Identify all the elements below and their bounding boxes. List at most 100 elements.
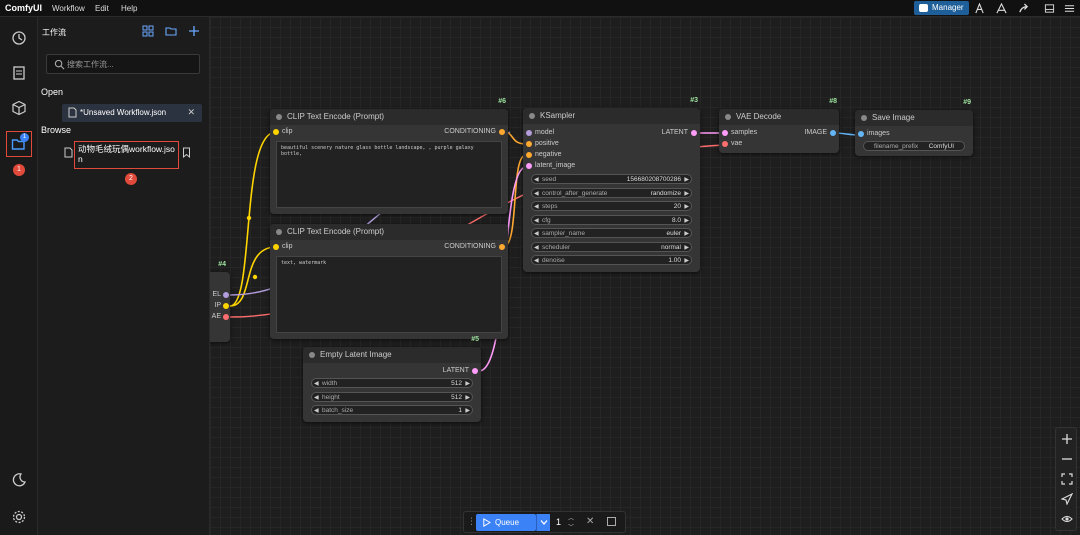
browse-workflow-item[interactable]: 动物毛绒玩偶workflow.json	[64, 141, 208, 171]
batch-count-value[interactable]: 1	[556, 517, 562, 527]
input-clip: clip	[282, 128, 293, 135]
drag-handle-icon[interactable]: ⋮	[467, 516, 476, 526]
fit-view-icon[interactable]	[1061, 473, 1073, 485]
node-header[interactable]: CLIP Text Encode (Prompt)	[270, 109, 508, 125]
open-folder-icon[interactable]	[165, 25, 177, 37]
slot-dot[interactable]	[830, 130, 836, 136]
node-title: VAE Decode	[736, 112, 782, 121]
dark-mode-moon-icon[interactable]	[11, 472, 27, 488]
menu-help[interactable]: Help	[121, 4, 138, 13]
slot-dot[interactable]	[499, 129, 505, 135]
eye-icon[interactable]	[1061, 513, 1073, 525]
node-clip-text-encode-positive[interactable]: CLIP Text Encode (Prompt) #6 clip CONDIT…	[270, 98, 508, 214]
node-header[interactable]: CLIP Text Encode (Prompt)	[270, 224, 508, 240]
grid-view-icon[interactable]	[142, 25, 154, 37]
node-library-cube-icon[interactable]	[11, 100, 27, 116]
output-latent: LATENT	[661, 129, 688, 136]
model-manager-icon[interactable]	[996, 3, 1007, 14]
input-model: model	[535, 129, 555, 136]
slot-dot[interactable]	[722, 141, 728, 147]
decrement-chevron-icon[interactable]: ﹀	[568, 525, 575, 531]
manager-button[interactable]: Manager	[914, 1, 969, 15]
increment-chevron-icon[interactable]: ︿	[568, 516, 575, 522]
share-icon[interactable]	[1018, 3, 1029, 14]
queue-button[interactable]: Queue	[476, 514, 536, 531]
slot-dot[interactable]	[273, 244, 279, 250]
queue-label: Queue	[495, 518, 520, 527]
zoom-in-icon[interactable]	[1061, 433, 1073, 445]
node-ksampler[interactable]: KSampler #3 LATENT model positive negati…	[523, 97, 700, 272]
slot-dot[interactable]	[526, 163, 532, 169]
slot-dot[interactable]	[526, 141, 532, 147]
input-samples: samples	[731, 129, 758, 136]
input-images: images	[867, 130, 890, 137]
prompt-text-positive[interactable]: beautiful scenery nature glass bottle la…	[276, 141, 502, 208]
slot-dot[interactable]	[691, 130, 697, 136]
panel-toggle-icon[interactable]	[1044, 3, 1055, 14]
panel-title: 工作流	[42, 28, 66, 37]
output-vae: AE	[211, 313, 221, 320]
menu-workflow[interactable]: Workflow	[52, 4, 85, 13]
node-title: KSampler	[540, 111, 576, 120]
slot-dot[interactable]	[223, 303, 229, 309]
node-id: #3	[690, 97, 698, 104]
settings-gear-icon[interactable]	[11, 509, 27, 525]
prompt-text-negative[interactable]: text, watermark	[276, 256, 502, 333]
manager-label: Manager	[932, 3, 964, 12]
slot-dot[interactable]	[858, 131, 864, 137]
slot-dot[interactable]	[526, 152, 532, 158]
node-title: Save Image	[872, 113, 915, 122]
zoom-out-icon[interactable]	[1061, 453, 1073, 465]
hamburger-menu-icon[interactable]	[1064, 3, 1075, 14]
queue-mode-dropdown[interactable]	[536, 514, 550, 531]
bookmark-icon[interactable]	[182, 147, 191, 158]
browse-workflow-label: 动物毛绒玩偶workflow.json	[74, 141, 179, 169]
slot-dot[interactable]	[526, 130, 532, 136]
node-clip-text-encode-negative[interactable]: CLIP Text Encode (Prompt) clip CONDITION…	[270, 224, 508, 339]
node-vae-decode[interactable]: VAE Decode #8 samples vae IMAGE	[719, 98, 839, 153]
output-model: EL	[212, 291, 221, 298]
workflow-search-input[interactable]	[67, 57, 195, 71]
folder-badge: 1	[20, 133, 29, 142]
play-icon	[483, 518, 491, 527]
slot-dot[interactable]	[223, 314, 229, 320]
node-graph-canvas[interactable]: #4 EL IP AE CLIP Text Encode (Prompt) #6…	[210, 17, 1080, 535]
output-conditioning: CONDITIONING	[444, 128, 496, 135]
slot-dot[interactable]	[223, 292, 229, 298]
node-header[interactable]: Empty Latent Image	[303, 347, 481, 363]
translate-icon[interactable]	[974, 3, 985, 14]
queue-list-icon[interactable]	[11, 65, 27, 81]
open-workflow-item[interactable]: *Unsaved Workflow.json ✕	[62, 104, 202, 122]
close-icon[interactable]: ✕	[187, 107, 195, 117]
pointer-icon[interactable]	[1061, 493, 1073, 505]
node-header[interactable]: VAE Decode	[719, 109, 839, 125]
add-icon[interactable]	[188, 25, 200, 37]
slot-dot[interactable]	[273, 129, 279, 135]
slot-dot[interactable]	[472, 368, 478, 374]
node-header[interactable]: Save Image	[855, 110, 973, 126]
input-latent-image: latent_image	[535, 162, 576, 169]
stop-square-icon[interactable]	[607, 517, 616, 526]
history-icon[interactable]	[11, 30, 27, 46]
node-checkpoint-loader[interactable]: #4 EL IP AE	[210, 261, 230, 342]
node-header[interactable]: KSampler	[523, 108, 700, 124]
cancel-close-icon[interactable]: ✕	[586, 516, 595, 527]
slot-dot[interactable]	[499, 244, 505, 250]
slot-dot[interactable]	[722, 130, 728, 136]
menu-edit[interactable]: Edit	[95, 4, 109, 13]
node-id: #5	[471, 336, 479, 343]
canvas-zoom-controls	[1055, 427, 1077, 531]
